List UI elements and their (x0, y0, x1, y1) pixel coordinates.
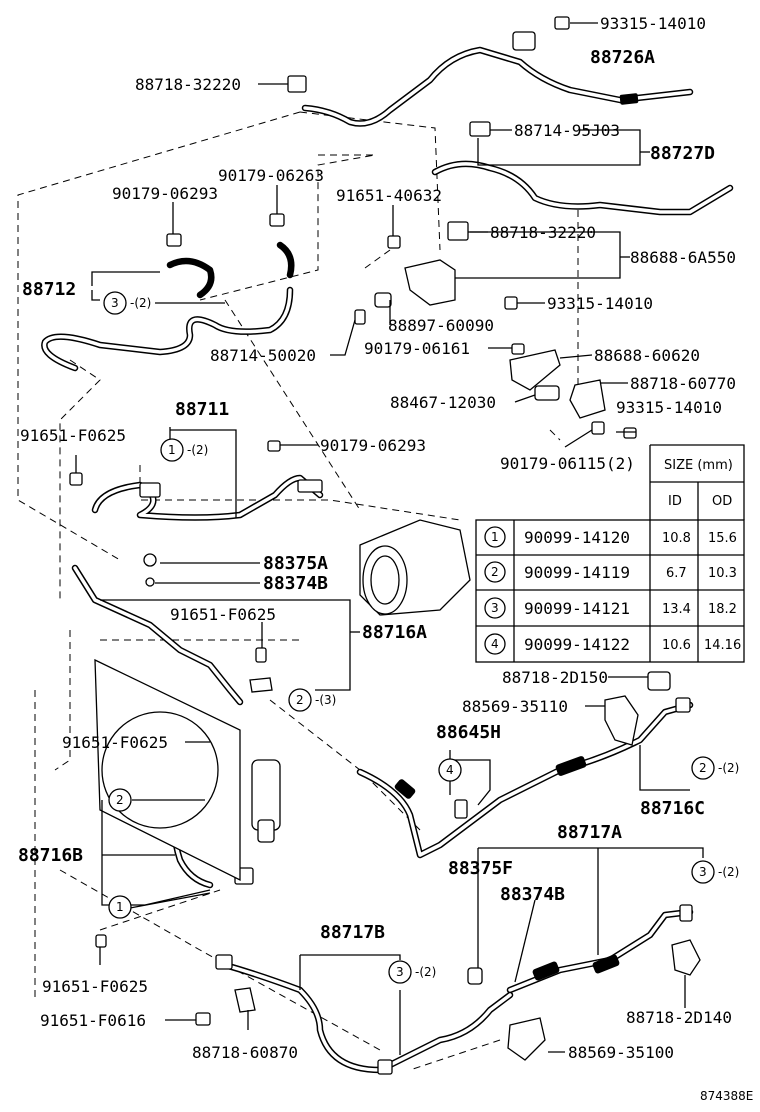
callout-1-b: 1 (116, 900, 124, 914)
label-88467-12030: 88467-12030 (390, 393, 496, 412)
size-row-2-part: 90099-14119 (524, 563, 630, 582)
label-91651-F0625-d: 91651-F0625 (42, 977, 148, 996)
size-row-2-id: 6.7 (666, 566, 687, 581)
leader-lines (75, 22, 704, 1055)
callouts: 3 -(2) 1 -(2) 2 -(3) 4 2 -(2) 2 3 -(2) 1… (103, 291, 739, 984)
callout-qty-2-b: -(2) (718, 761, 739, 775)
callout-2-b: 2 (699, 761, 707, 775)
label-88717B: 88717B (320, 922, 385, 943)
label-88688-60620: 88688-60620 (594, 346, 700, 365)
callout-qty-3-c: -(2) (415, 965, 436, 979)
size-row-3-id: 13.4 (662, 602, 691, 617)
label-88718-60770: 88718-60770 (630, 374, 736, 393)
label-91651-F0625-b: 91651-F0625 (170, 605, 276, 624)
callout-qty-2-a: -(3) (315, 693, 336, 707)
label-88727D: 88727D (650, 143, 715, 164)
label-91651-40632: 91651-40632 (336, 186, 442, 205)
callout-3-b: 3 (699, 865, 707, 879)
size-table-title: SIZE (mm) (664, 458, 733, 473)
label-88716A: 88716A (362, 622, 427, 643)
size-row-1-part: 90099-14120 (524, 528, 630, 547)
label-88718-2D140: 88718-2D140 (626, 1008, 732, 1027)
label-88714-95J03: 88714-95J03 (514, 121, 620, 140)
condenser (94, 658, 281, 882)
label-88374B-b: 88374B (500, 884, 565, 905)
label-88645H: 88645H (436, 722, 501, 743)
size-row-4-id: 10.6 (662, 638, 691, 653)
label-88375F: 88375F (448, 858, 513, 879)
callout-1-a: 1 (168, 443, 176, 457)
label-93315-14010-b: 93315-14010 (547, 294, 653, 313)
label-90179-06263: 90179-06263 (218, 166, 324, 185)
callout-qty-3-b: -(2) (718, 865, 739, 879)
label-88712: 88712 (22, 279, 76, 300)
label-88716C: 88716C (640, 798, 705, 819)
label-88718-60870: 88718-60870 (192, 1043, 298, 1062)
callout-qty-1-a: -(2) (187, 443, 208, 457)
size-row-1-id: 10.8 (662, 531, 691, 546)
label-88374B-a: 88374B (263, 573, 328, 594)
size-row-4-ref: 4 (491, 637, 499, 651)
callout-2-a: 2 (296, 693, 304, 707)
size-row-1-ref: 1 (491, 530, 499, 544)
label-88726A: 88726A (590, 47, 655, 68)
label-93315-14010-a: 93315-14010 (600, 14, 706, 33)
label-91651-F0625-a: 91651-F0625 (20, 426, 126, 445)
size-row-4-od: 14.16 (704, 638, 741, 653)
size-table-col-id: ID (668, 494, 682, 509)
callout-2-c: 2 (116, 793, 124, 807)
label-91651-F0616: 91651-F0616 (40, 1011, 146, 1030)
label-88717A: 88717A (557, 822, 622, 843)
size-row-1-od: 15.6 (708, 531, 737, 546)
size-row-2-od: 10.3 (708, 566, 737, 581)
label-91651-F0625-c: 91651-F0625 (62, 733, 168, 752)
label-88718-32220-b: 88718-32220 (490, 223, 596, 242)
size-table: SIZE (mm) ID OD 1 90099-14120 10.8 15.6 … (475, 444, 745, 663)
parts (69, 16, 701, 1075)
label-90179-06115: 90179-06115(2) (500, 454, 635, 473)
label-90179-06293-a: 90179-06293 (112, 184, 218, 203)
figure-id: 874388E (700, 1089, 753, 1103)
part-labels: 93315-14010 88726A 88718-32220 88714-95J… (18, 14, 753, 1103)
callout-3-c: 3 (396, 965, 404, 979)
size-row-4-part: 90099-14122 (524, 635, 630, 654)
label-88897-60090: 88897-60090 (388, 316, 494, 335)
callout-qty-3-a: -(2) (130, 296, 151, 310)
compressor (359, 519, 471, 616)
label-90179-06293-b: 90179-06293 (320, 436, 426, 455)
label-88688-6A550: 88688-6A550 (630, 248, 736, 267)
label-88718-2D150: 88718-2D150 (502, 668, 608, 687)
callout-4-a: 4 (446, 763, 454, 777)
label-88711: 88711 (175, 399, 229, 420)
size-row-3-ref: 3 (491, 601, 499, 615)
label-88569-35110: 88569-35110 (462, 697, 568, 716)
label-88714-50020: 88714-50020 (210, 346, 316, 365)
label-88718-32220-a: 88718-32220 (135, 75, 241, 94)
label-88716B: 88716B (18, 845, 83, 866)
size-row-2-ref: 2 (491, 565, 499, 579)
size-table-col-od: OD (712, 494, 732, 509)
label-93315-14010-c: 93315-14010 (616, 398, 722, 417)
size-row-3-part: 90099-14121 (524, 599, 630, 618)
label-88569-35100: 88569-35100 (568, 1043, 674, 1062)
label-90179-06161: 90179-06161 (364, 339, 470, 358)
size-row-3-od: 18.2 (708, 602, 737, 617)
callout-3-a: 3 (111, 296, 119, 310)
label-88375A: 88375A (263, 553, 328, 574)
